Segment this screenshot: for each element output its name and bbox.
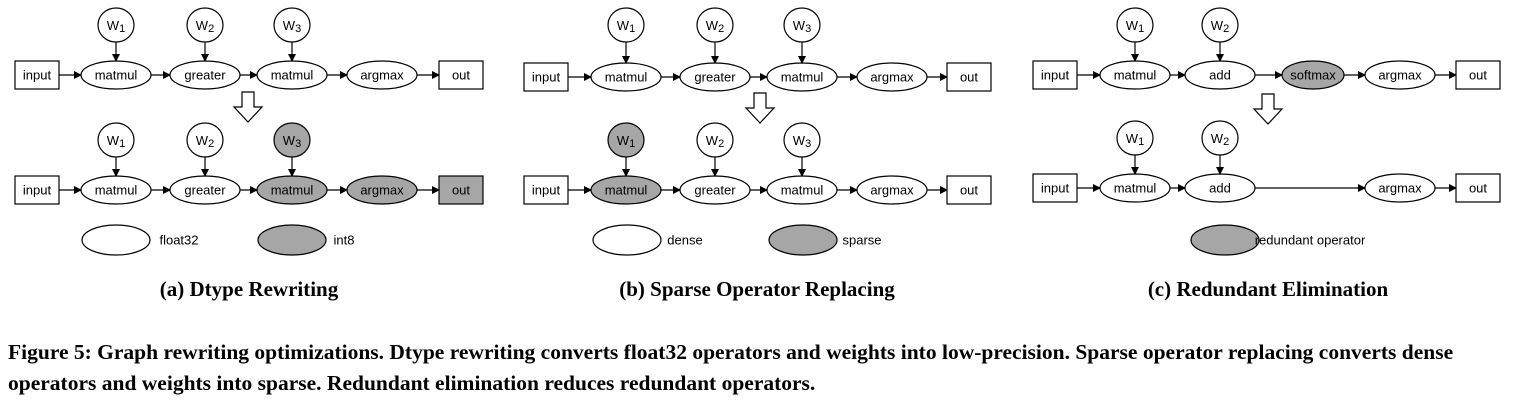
p1-bottom-op-greater-1-label: greater	[184, 183, 226, 198]
p3-bottom-op-add-1-label: add	[1209, 181, 1231, 196]
p2-top-weight-3-label: W3	[793, 18, 811, 36]
p1-top-weight-3-label: W3	[283, 18, 301, 36]
p1-top-weight-1-label: W1	[107, 18, 125, 36]
p1-bottom-weight-2-label: W2	[196, 133, 214, 151]
p1-bottom-weight-1-label: W1	[107, 133, 125, 151]
p1-top-input-box	[14, 60, 60, 90]
p1-top-output-label: out	[452, 68, 470, 83]
p3-legend-swatch-0	[1190, 224, 1260, 256]
p2-top-op-greater-1-label: greater	[694, 70, 736, 85]
p3-bottom-output-box	[1455, 173, 1501, 203]
p1-top-weight-2-label: W2	[196, 18, 214, 36]
p1-caption: (a) Dtype Rewriting	[160, 277, 339, 301]
p2-bottom-op-argmax-3-label: argmax	[870, 183, 914, 198]
p3-top-weight-2-label: W2	[1211, 18, 1229, 36]
p2-bottom-output-label: out	[960, 183, 978, 198]
p3-transform-arrow	[1252, 93, 1284, 125]
p3-top-output-box	[1455, 60, 1501, 90]
p3-bottom-weight-2-label: W2	[1211, 131, 1229, 149]
p1-top-op-matmul-0-label: matmul	[95, 68, 138, 83]
p2-bottom-weight-1-label: W1	[617, 133, 635, 151]
p2-top-weight-1-label: W1	[617, 18, 635, 36]
p2-top-op-matmul-0-label: matmul	[605, 70, 648, 85]
p3-top-weight-1-label: W1	[1126, 18, 1144, 36]
p3-caption: (c) Redundant Elimination	[1148, 277, 1389, 301]
p2-top-op-matmul-2-label: matmul	[781, 70, 824, 85]
p1-legend-swatch-1	[257, 224, 327, 256]
p1-bottom-op-argmax-3-label: argmax	[360, 183, 404, 198]
p1-bottom-output-box	[438, 175, 484, 205]
p3-bottom-op-matmul-0-label: matmul	[1114, 181, 1157, 196]
p1-bottom-input-label: input	[23, 183, 52, 198]
p3-bottom-output-label: out	[1469, 181, 1487, 196]
p3-bottom-input-box	[1032, 173, 1078, 203]
p3-top-input-box	[1032, 60, 1078, 90]
p1-legend-label-0: float32	[159, 233, 198, 248]
p1-legend-swatch-0	[81, 224, 151, 256]
p3-top-op-softmax-2-label: softmax	[1290, 68, 1336, 83]
p3-top-output-label: out	[1469, 68, 1487, 83]
p2-top-op-argmax-3-label: argmax	[870, 70, 914, 85]
p2-legend-swatch-0	[592, 224, 662, 256]
p1-top-op-argmax-3-label: argmax	[360, 68, 404, 83]
p3-top-input-label: input	[1041, 68, 1070, 83]
p2-bottom-weight-3-label: W3	[793, 133, 811, 151]
p3-bottom-weight-1-label: W1	[1126, 131, 1144, 149]
p2-bottom-op-greater-1-label: greater	[694, 183, 736, 198]
figure-caption: Figure 5: Graph rewriting optimizations.…	[8, 340, 1454, 395]
p2-transform-arrow	[744, 92, 776, 124]
p2-top-weight-2-label: W2	[706, 18, 724, 36]
p2-legend-label-0: dense	[667, 233, 702, 248]
p3-top-op-argmax-3-label: argmax	[1378, 68, 1422, 83]
p1-top-op-greater-1-label: greater	[184, 68, 226, 83]
p3-bottom-input-label: input	[1041, 181, 1070, 196]
p3-bottom-op-argmax-2-label: argmax	[1378, 181, 1422, 196]
p1-bottom-op-matmul-0-label: matmul	[95, 183, 138, 198]
p2-top-input-box	[523, 62, 569, 92]
p2-bottom-weight-2-label: W2	[706, 133, 724, 151]
p1-transform-arrow	[232, 91, 264, 123]
p1-bottom-op-matmul-2-label: matmul	[271, 183, 314, 198]
p2-bottom-input-label: input	[532, 183, 561, 198]
p1-bottom-weight-3-label: W3	[283, 133, 301, 151]
p2-bottom-op-matmul-0-label: matmul	[605, 183, 648, 198]
p1-top-input-label: input	[23, 68, 52, 83]
p1-legend-label-1: int8	[334, 233, 355, 248]
p3-top-op-add-1-label: add	[1209, 68, 1231, 83]
p1-top-op-matmul-2-label: matmul	[271, 68, 314, 83]
p2-top-input-label: input	[532, 70, 561, 85]
p3-legend-label-0: redundant operator	[1255, 233, 1366, 248]
p2-bottom-op-matmul-2-label: matmul	[781, 183, 824, 198]
p1-bottom-output-label: out	[452, 183, 470, 198]
p2-legend-label-1: sparse	[842, 233, 881, 248]
p2-top-output-box	[946, 62, 992, 92]
p2-legend-swatch-1	[768, 224, 838, 256]
p2-caption: (b) Sparse Operator Replacing	[619, 277, 895, 301]
p1-bottom-input-box	[14, 175, 60, 205]
p1-top-output-box	[438, 60, 484, 90]
p2-bottom-output-box	[946, 175, 992, 205]
p2-top-output-label: out	[960, 70, 978, 85]
p3-top-op-matmul-0-label: matmul	[1114, 68, 1157, 83]
